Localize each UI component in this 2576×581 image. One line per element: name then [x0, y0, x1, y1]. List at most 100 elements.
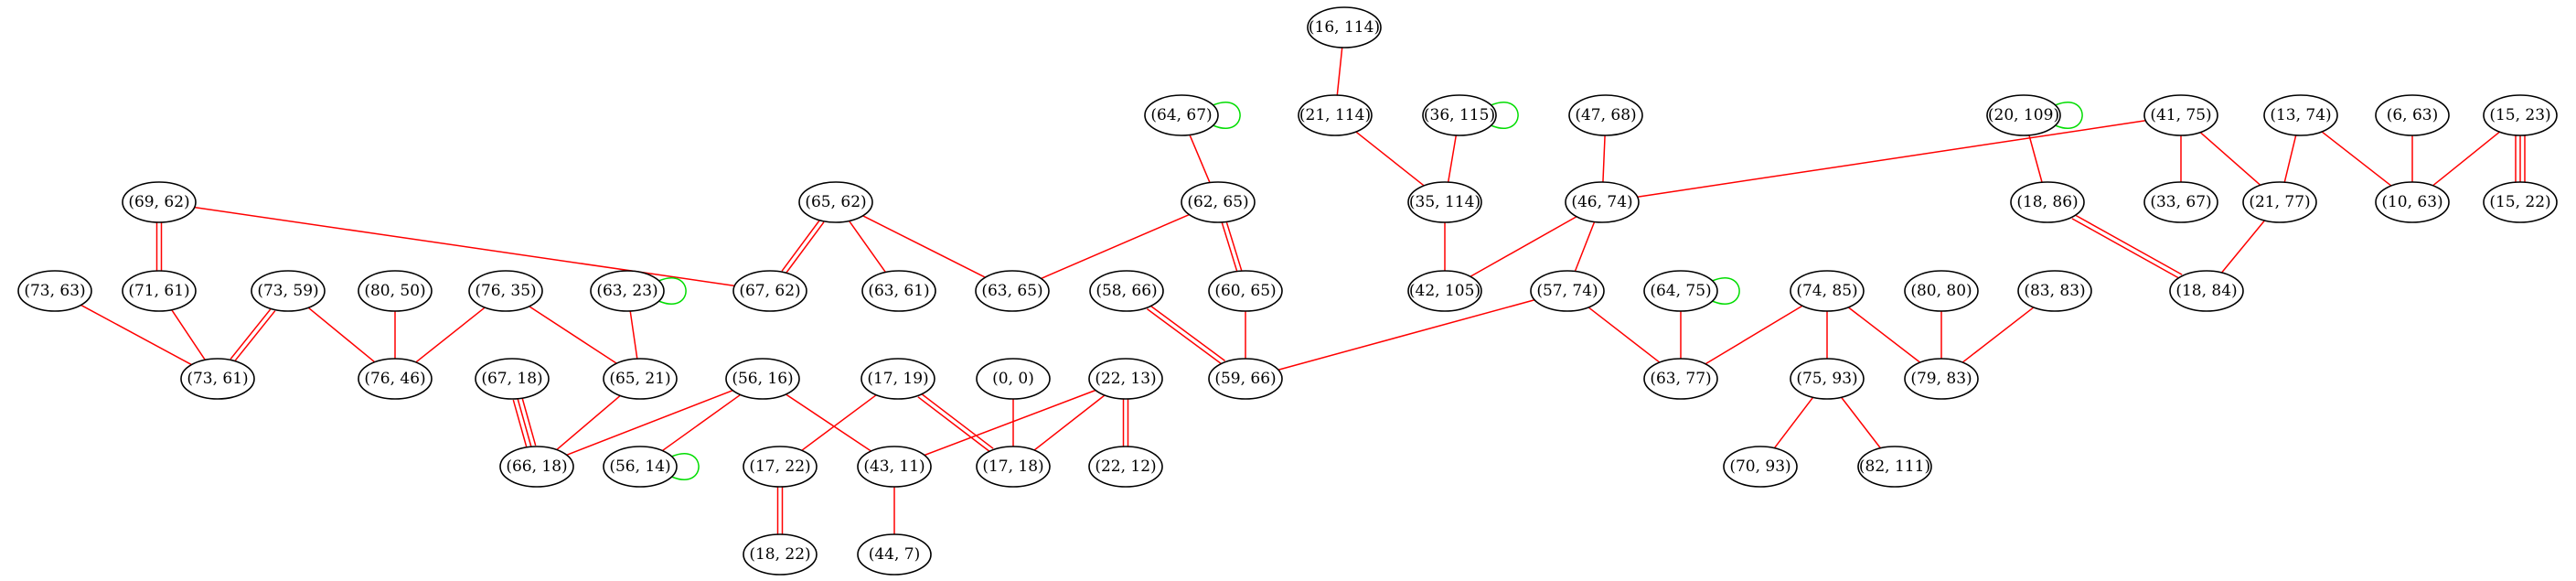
- edge-n_65_62-n_67_62-2: [781, 219, 821, 272]
- node-n-83-83: (83, 83): [2017, 270, 2092, 312]
- node-n-21-114: (21, 114): [1298, 94, 1373, 136]
- node-label: (60, 65): [1214, 282, 1276, 300]
- node-label: (33, 67): [2150, 193, 2211, 211]
- node-label: (76, 46): [364, 370, 425, 388]
- node-ellipse: [603, 446, 678, 488]
- node-label: (44, 7): [869, 545, 921, 564]
- node-label: (73, 63): [24, 282, 85, 300]
- node-label: (63, 23): [596, 282, 657, 300]
- node-n-17-19: (17, 19): [860, 358, 935, 400]
- node-n-57-74: (57, 74): [1530, 270, 1605, 312]
- node-ellipse: [732, 270, 807, 312]
- node-ellipse: [603, 358, 678, 400]
- node-n-60-65: (60, 65): [1208, 270, 1283, 312]
- self-loop-n_64_75: [1712, 277, 1740, 305]
- node-ellipse: [743, 446, 818, 488]
- node-ellipse: [1904, 270, 1979, 312]
- edge-n_65_62-n_63_61: [848, 221, 887, 273]
- node-label: (22, 13): [1095, 370, 1156, 388]
- node-n-22-12: (22, 12): [1088, 446, 1163, 488]
- node-label: (15, 22): [2489, 193, 2550, 211]
- node-n-73-61: (73, 61): [180, 358, 255, 400]
- node-n-69-62: (69, 62): [122, 181, 197, 223]
- self-loop-n_36_115: [1491, 102, 1519, 129]
- node-ellipse: [1857, 446, 1932, 488]
- node-n-71-61: (71, 61): [122, 270, 197, 312]
- node-n-10-63: (10, 63): [2375, 181, 2450, 223]
- node-ellipse: [590, 270, 665, 312]
- node-label: (41, 75): [2150, 106, 2211, 124]
- node-label: (56, 16): [732, 370, 793, 388]
- node-label: (35, 114): [1409, 193, 1480, 211]
- node-n-17-22: (17, 22): [743, 446, 818, 488]
- edge-n_46_74-n_42_105: [1470, 216, 1577, 277]
- edge-n_17_19-n_17_22: [801, 394, 877, 451]
- node-label: (36, 115): [1424, 106, 1495, 124]
- edge-n_22_13-n_43_11: [924, 389, 1096, 457]
- edge-n_65_62-n_67_62-1: [785, 221, 825, 274]
- node-layer: (16, 114)(64, 67)(21, 114)(36, 115)(47, …: [17, 6, 2558, 576]
- edge-n_20_109-n_18_86: [2028, 134, 2043, 183]
- node-ellipse: [1790, 270, 1865, 312]
- edge-n_17_19-n_17_18-1: [920, 393, 994, 449]
- node-label: (65, 21): [609, 370, 670, 388]
- node-ellipse: [2375, 181, 2450, 223]
- node-label: (42, 105): [1409, 282, 1480, 300]
- node-ellipse: [1643, 270, 1718, 312]
- node-n-46-74: (46, 74): [1565, 181, 1640, 223]
- edge-n_62_65-n_60_65-1: [1225, 221, 1243, 271]
- edge-n_62_65-n_63_65: [1041, 213, 1190, 280]
- node-n-56-14: (56, 14): [603, 446, 678, 488]
- node-ellipse: [2242, 181, 2317, 223]
- node-n-64-75: (64, 75): [1643, 270, 1718, 312]
- node-ellipse: [251, 270, 326, 312]
- node-ellipse: [976, 446, 1051, 488]
- node-n-18-86: (18, 86): [2010, 181, 2085, 223]
- node-n-35-114: (35, 114): [1407, 181, 1482, 223]
- node-n-58-66: (58, 66): [1089, 270, 1164, 312]
- edge-n_75_93-n_82_111: [1841, 396, 1881, 449]
- node-label: (71, 61): [128, 282, 189, 300]
- node-n-65-62: (65, 62): [798, 181, 873, 223]
- node-n-65-21: (65, 21): [603, 358, 678, 400]
- node-ellipse: [1088, 446, 1163, 488]
- node-n-63-61: (63, 61): [861, 270, 936, 312]
- node-ellipse: [2375, 94, 2450, 136]
- node-ellipse: [1144, 94, 1219, 136]
- node-label: (18, 22): [749, 545, 810, 564]
- node-label: (66, 18): [506, 457, 567, 476]
- node-n-43-11: (43, 11): [857, 446, 932, 488]
- edge-n_75_93-n_70_93: [1773, 396, 1814, 449]
- node-ellipse: [857, 446, 932, 488]
- node-n-6-63: (6, 63): [2375, 94, 2450, 136]
- node-label: (13, 74): [2270, 106, 2331, 124]
- node-label: (57, 74): [1536, 282, 1598, 300]
- node-label: (70, 93): [1729, 457, 1790, 476]
- node-label: (80, 80): [1910, 282, 1972, 300]
- edge-n_56_16-n_43_11: [786, 393, 871, 452]
- node-label: (10, 63): [2381, 193, 2442, 211]
- node-n-16-114: (16, 114): [1307, 6, 1382, 48]
- edge-n_65_21-n_66_18: [556, 394, 621, 451]
- self-loop-n_64_67: [1213, 102, 1241, 129]
- node-ellipse: [975, 270, 1050, 312]
- node-n-18-22: (18, 22): [743, 533, 818, 576]
- node-n-44-7: (44, 7): [857, 533, 932, 576]
- node-label: (63, 61): [868, 282, 929, 300]
- edge-n_74_85-n_79_83: [1847, 307, 1921, 363]
- node-ellipse: [2143, 181, 2218, 223]
- node-n-13-74: (13, 74): [2263, 94, 2338, 136]
- node-label: (22, 12): [1095, 457, 1156, 476]
- node-ellipse: [122, 270, 197, 312]
- node-ellipse: [1723, 446, 1798, 488]
- node-label: (0, 0): [992, 370, 1034, 388]
- node-n-47-68: (47, 68): [1568, 94, 1643, 136]
- node-n-80-80: (80, 80): [1904, 270, 1979, 312]
- node-label: (64, 75): [1650, 282, 1711, 300]
- node-label: (46, 74): [1571, 193, 1632, 211]
- node-ellipse: [1565, 181, 1640, 223]
- node-ellipse: [2143, 94, 2218, 136]
- node-ellipse: [1643, 358, 1718, 400]
- node-label: (63, 77): [1650, 370, 1711, 388]
